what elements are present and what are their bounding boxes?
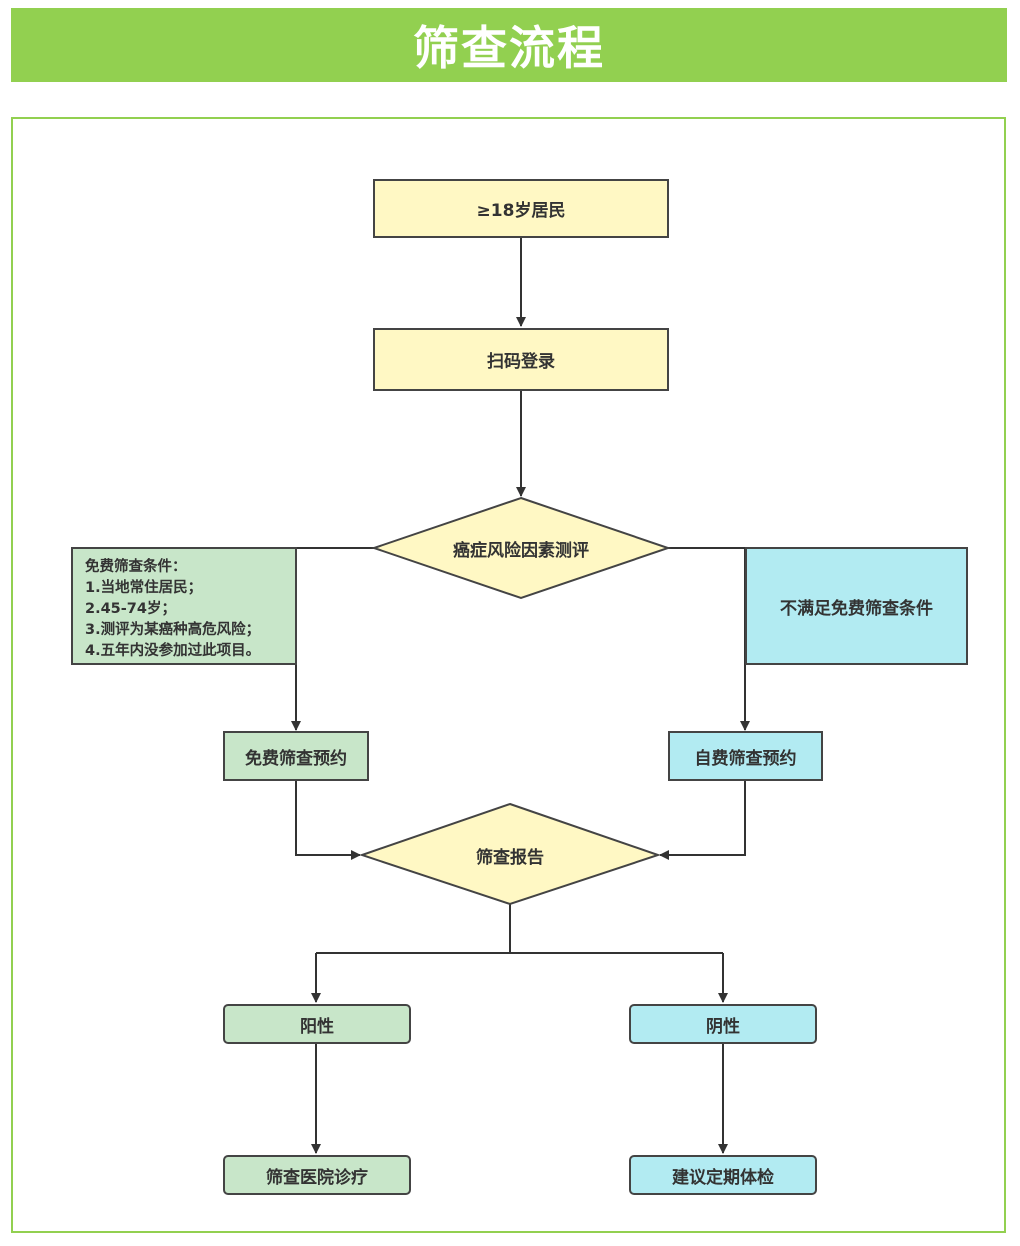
residents-node: ≥18岁居民 (373, 179, 669, 238)
scan-login-label: 扫码登录 (487, 352, 555, 372)
screening-report-label-wrap: 筛查报告 (440, 838, 580, 872)
arrow-selfpaid-booking-to-report (659, 781, 746, 860)
regular-checkup-node: 建议定期体检 (629, 1155, 817, 1195)
arrow-free-booking-to-report (295, 781, 361, 860)
free-condition-item: 2.45-74岁； (85, 601, 176, 617)
screening-report-label: 筛查报告 (476, 847, 544, 868)
free-conditions-heading: 免费筛查条件： (85, 559, 187, 575)
free-condition-item: 3.测评为某癌种高危风险； (85, 622, 261, 638)
free-booking-node: 免费筛查预约 (223, 731, 369, 781)
page-title: 筛查流程 (413, 21, 605, 75)
risk-assessment-diamond (370, 496, 672, 600)
negative-label: 阴性 (706, 1016, 740, 1037)
risk-assessment-label-wrap: 癌症风险因素测评 (420, 530, 622, 566)
self-paid-booking-node: 自费筛查预约 (668, 731, 823, 781)
free-condition-item: 4.五年内没参加过此项目。 (85, 643, 261, 659)
free-conditions-box: 免费筛查条件： 1.当地常住居民； 2.45-74岁； 3.测评为某癌种高危风险… (71, 547, 297, 665)
self-paid-booking-label: 自费筛查预约 (694, 748, 797, 769)
hospital-treatment-node: 筛查医院诊疗 (223, 1155, 411, 1195)
arrow-assessment-to-free-booking (291, 547, 374, 731)
regular-checkup-label: 建议定期体检 (672, 1167, 774, 1188)
not-eligible-label: 不满足免费筛查条件 (780, 598, 933, 619)
flowchart-frame (11, 117, 1006, 1233)
scan-login-node: 扫码登录 (373, 328, 669, 391)
risk-assessment-label: 癌症风险因素测评 (453, 540, 589, 561)
screening-report-diamond (358, 802, 662, 906)
positive-label: 阳性 (300, 1016, 334, 1037)
positive-node: 阳性 (223, 1004, 411, 1044)
not-eligible-node: 不满足免费筛查条件 (745, 547, 968, 665)
free-condition-item: 1.当地常住居民； (85, 580, 203, 596)
hospital-treatment-label: 筛查医院诊疗 (266, 1167, 368, 1188)
negative-node: 阴性 (629, 1004, 817, 1044)
title-bar: 筛查流程 (11, 8, 1007, 82)
arrow-assessment-to-selfpaid-booking (668, 547, 750, 731)
residents-label: ≥18岁居民 (476, 201, 566, 221)
free-booking-label: 免费筛查预约 (245, 748, 347, 769)
